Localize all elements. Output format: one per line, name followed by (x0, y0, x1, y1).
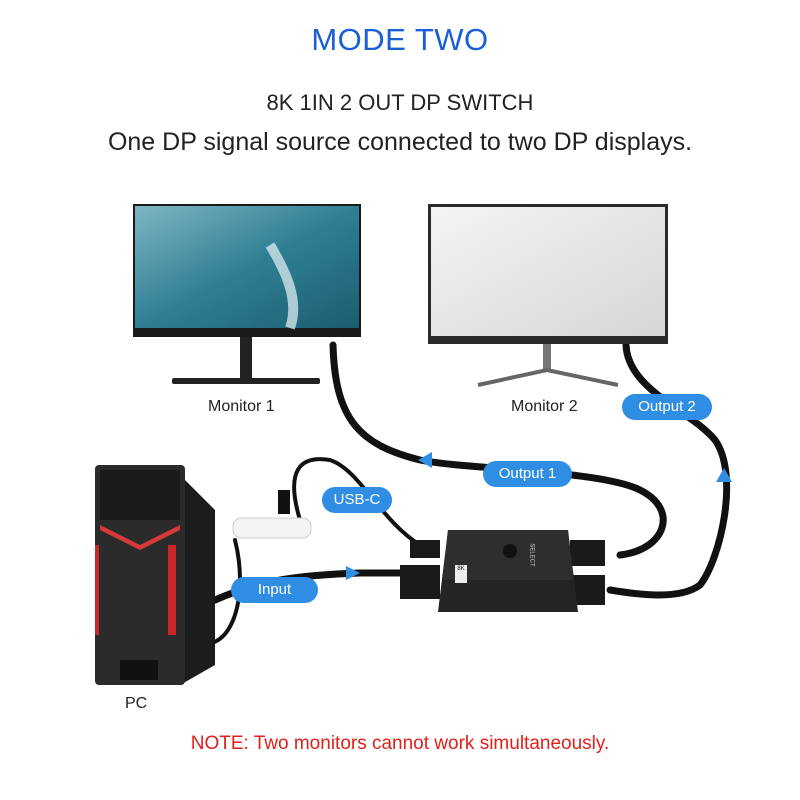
usbc-badge: USB-C (322, 487, 392, 513)
subtitle: 8K 1IN 2 OUT DP SWITCH (266, 90, 534, 115)
pc-illustration (95, 465, 215, 685)
monitor2-label: Monitor 2 (511, 398, 578, 415)
pc-label: PC (125, 695, 148, 712)
switch-select-label: SELECT (528, 543, 535, 567)
power-strip-icon (232, 490, 312, 539)
cable-output2 (606, 341, 731, 599)
description: One DP signal source connected to two DP… (107, 128, 693, 156)
input-badge: Input (231, 577, 318, 603)
switch-badge: 8K (457, 566, 465, 572)
monitor1-illustration (133, 204, 361, 384)
cable-usbc (292, 457, 422, 547)
monitor2-illustration (428, 204, 668, 387)
cable-output1 (329, 341, 667, 559)
page-title: MODE TWO (311, 22, 489, 57)
output2-badge: Output 2 (622, 394, 712, 420)
warning-note: NOTE: Two monitors cannot work simultane… (190, 733, 610, 754)
arrow-icons (346, 452, 732, 580)
dp-switch-illustration (400, 530, 605, 612)
monitor1-label: Monitor 1 (208, 398, 275, 415)
output1-badge: Output 1 (483, 461, 572, 487)
